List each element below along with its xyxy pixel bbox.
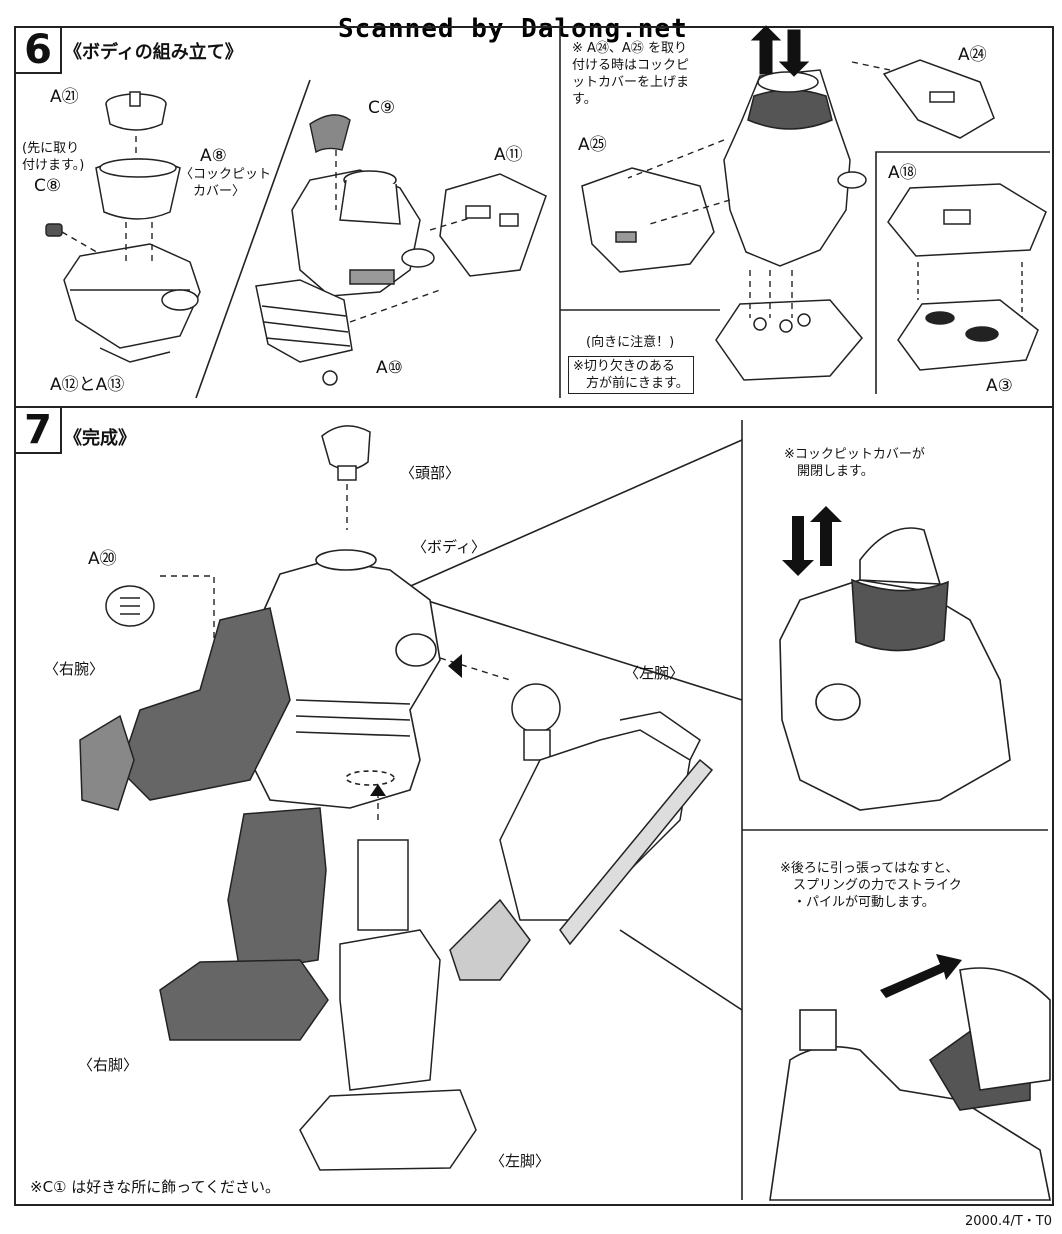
step7-number: 7 <box>14 406 62 454</box>
label-left-arm: 〈左腕〉 <box>624 664 685 682</box>
head-part <box>321 425 371 481</box>
step7-title: 《完成》 <box>64 428 136 449</box>
torso-step6 <box>723 69 867 267</box>
note-a24-a25: ※ A㉔、A㉕ を取り 付ける時はコックピ ットカバーを上げま す。 <box>572 41 690 107</box>
label-first-attach: (先に取り 付けます。) <box>22 141 85 173</box>
label-body: 〈ボディ〉 <box>412 538 486 556</box>
part-a20 <box>105 585 155 627</box>
left-arm <box>449 683 714 981</box>
label-a11: A⑪ <box>494 145 523 165</box>
step7-panel <box>14 406 1054 1206</box>
pull-arrow <box>880 954 962 998</box>
notch-note: ※切り欠きのある 方が前にきます。 <box>568 356 694 394</box>
label-right-arm: 〈右腕〉 <box>44 660 105 678</box>
label-a24: A㉔ <box>958 45 987 65</box>
inset-cockpit <box>779 527 1011 811</box>
label-left-leg: 〈左脚〉 <box>490 1152 551 1170</box>
part-a25 <box>581 167 715 273</box>
body-base-left <box>63 243 201 363</box>
label-right-leg: 〈右脚〉 <box>78 1056 139 1074</box>
label-a10: A⑩ <box>376 358 403 378</box>
right-arm <box>79 607 291 811</box>
label-a20: A⑳ <box>88 549 117 569</box>
step6-inset-box <box>875 151 1050 394</box>
part-a8 <box>95 158 181 220</box>
step6-number: 6 <box>14 26 62 74</box>
up-down-arrows-step6 <box>750 25 810 77</box>
label-c8: C⑧ <box>34 176 62 196</box>
part-c9 <box>309 114 351 154</box>
label-a3: A③ <box>986 376 1013 396</box>
part-a11 <box>439 173 547 277</box>
base-step6 <box>715 299 863 381</box>
right-leg <box>159 807 329 1041</box>
label-c9: C⑨ <box>368 98 396 118</box>
part-a21 <box>105 91 167 131</box>
part-a3 <box>897 299 1039 371</box>
part-c8 <box>45 223 63 237</box>
label-a12-a13: A⑫とA⑬ <box>50 375 125 395</box>
label-a25: A㉕ <box>578 135 607 155</box>
spring-note: ※後ろに引っ張ってはなすと、 スプリングの力でストライク ・パイルが可動します。 <box>780 861 962 910</box>
label-a18: A⑱ <box>888 163 917 183</box>
body-assembly-center <box>291 169 435 297</box>
label-cockpit-cover: 〈コックピット カバー〉 <box>180 167 272 199</box>
label-a8: A⑧ <box>200 146 227 166</box>
cockpit-open-note: ※コックピットカバーが 開閉します。 <box>784 447 925 479</box>
scan-credit: Scanned by Dalong.net <box>338 14 688 44</box>
part-a24 <box>882 59 995 139</box>
print-code: 2000.4/T・T0 <box>964 1214 1052 1229</box>
left-leg <box>299 839 477 1171</box>
inset-strike-pile <box>769 967 1051 1201</box>
c1-note: ※C① は好きな所に飾ってください。 <box>30 1178 281 1196</box>
inset-cockpit-arrows <box>782 506 842 576</box>
orientation-caution: (向きに注意！) <box>586 335 675 350</box>
step6-title: 《ボディの組み立て》 <box>64 42 243 63</box>
step6-divider-left <box>195 79 311 399</box>
label-a21: A㉑ <box>50 87 79 107</box>
part-a18 <box>887 183 1047 257</box>
part-a10 <box>255 279 353 386</box>
label-head: 〈頭部〉 <box>400 464 461 482</box>
